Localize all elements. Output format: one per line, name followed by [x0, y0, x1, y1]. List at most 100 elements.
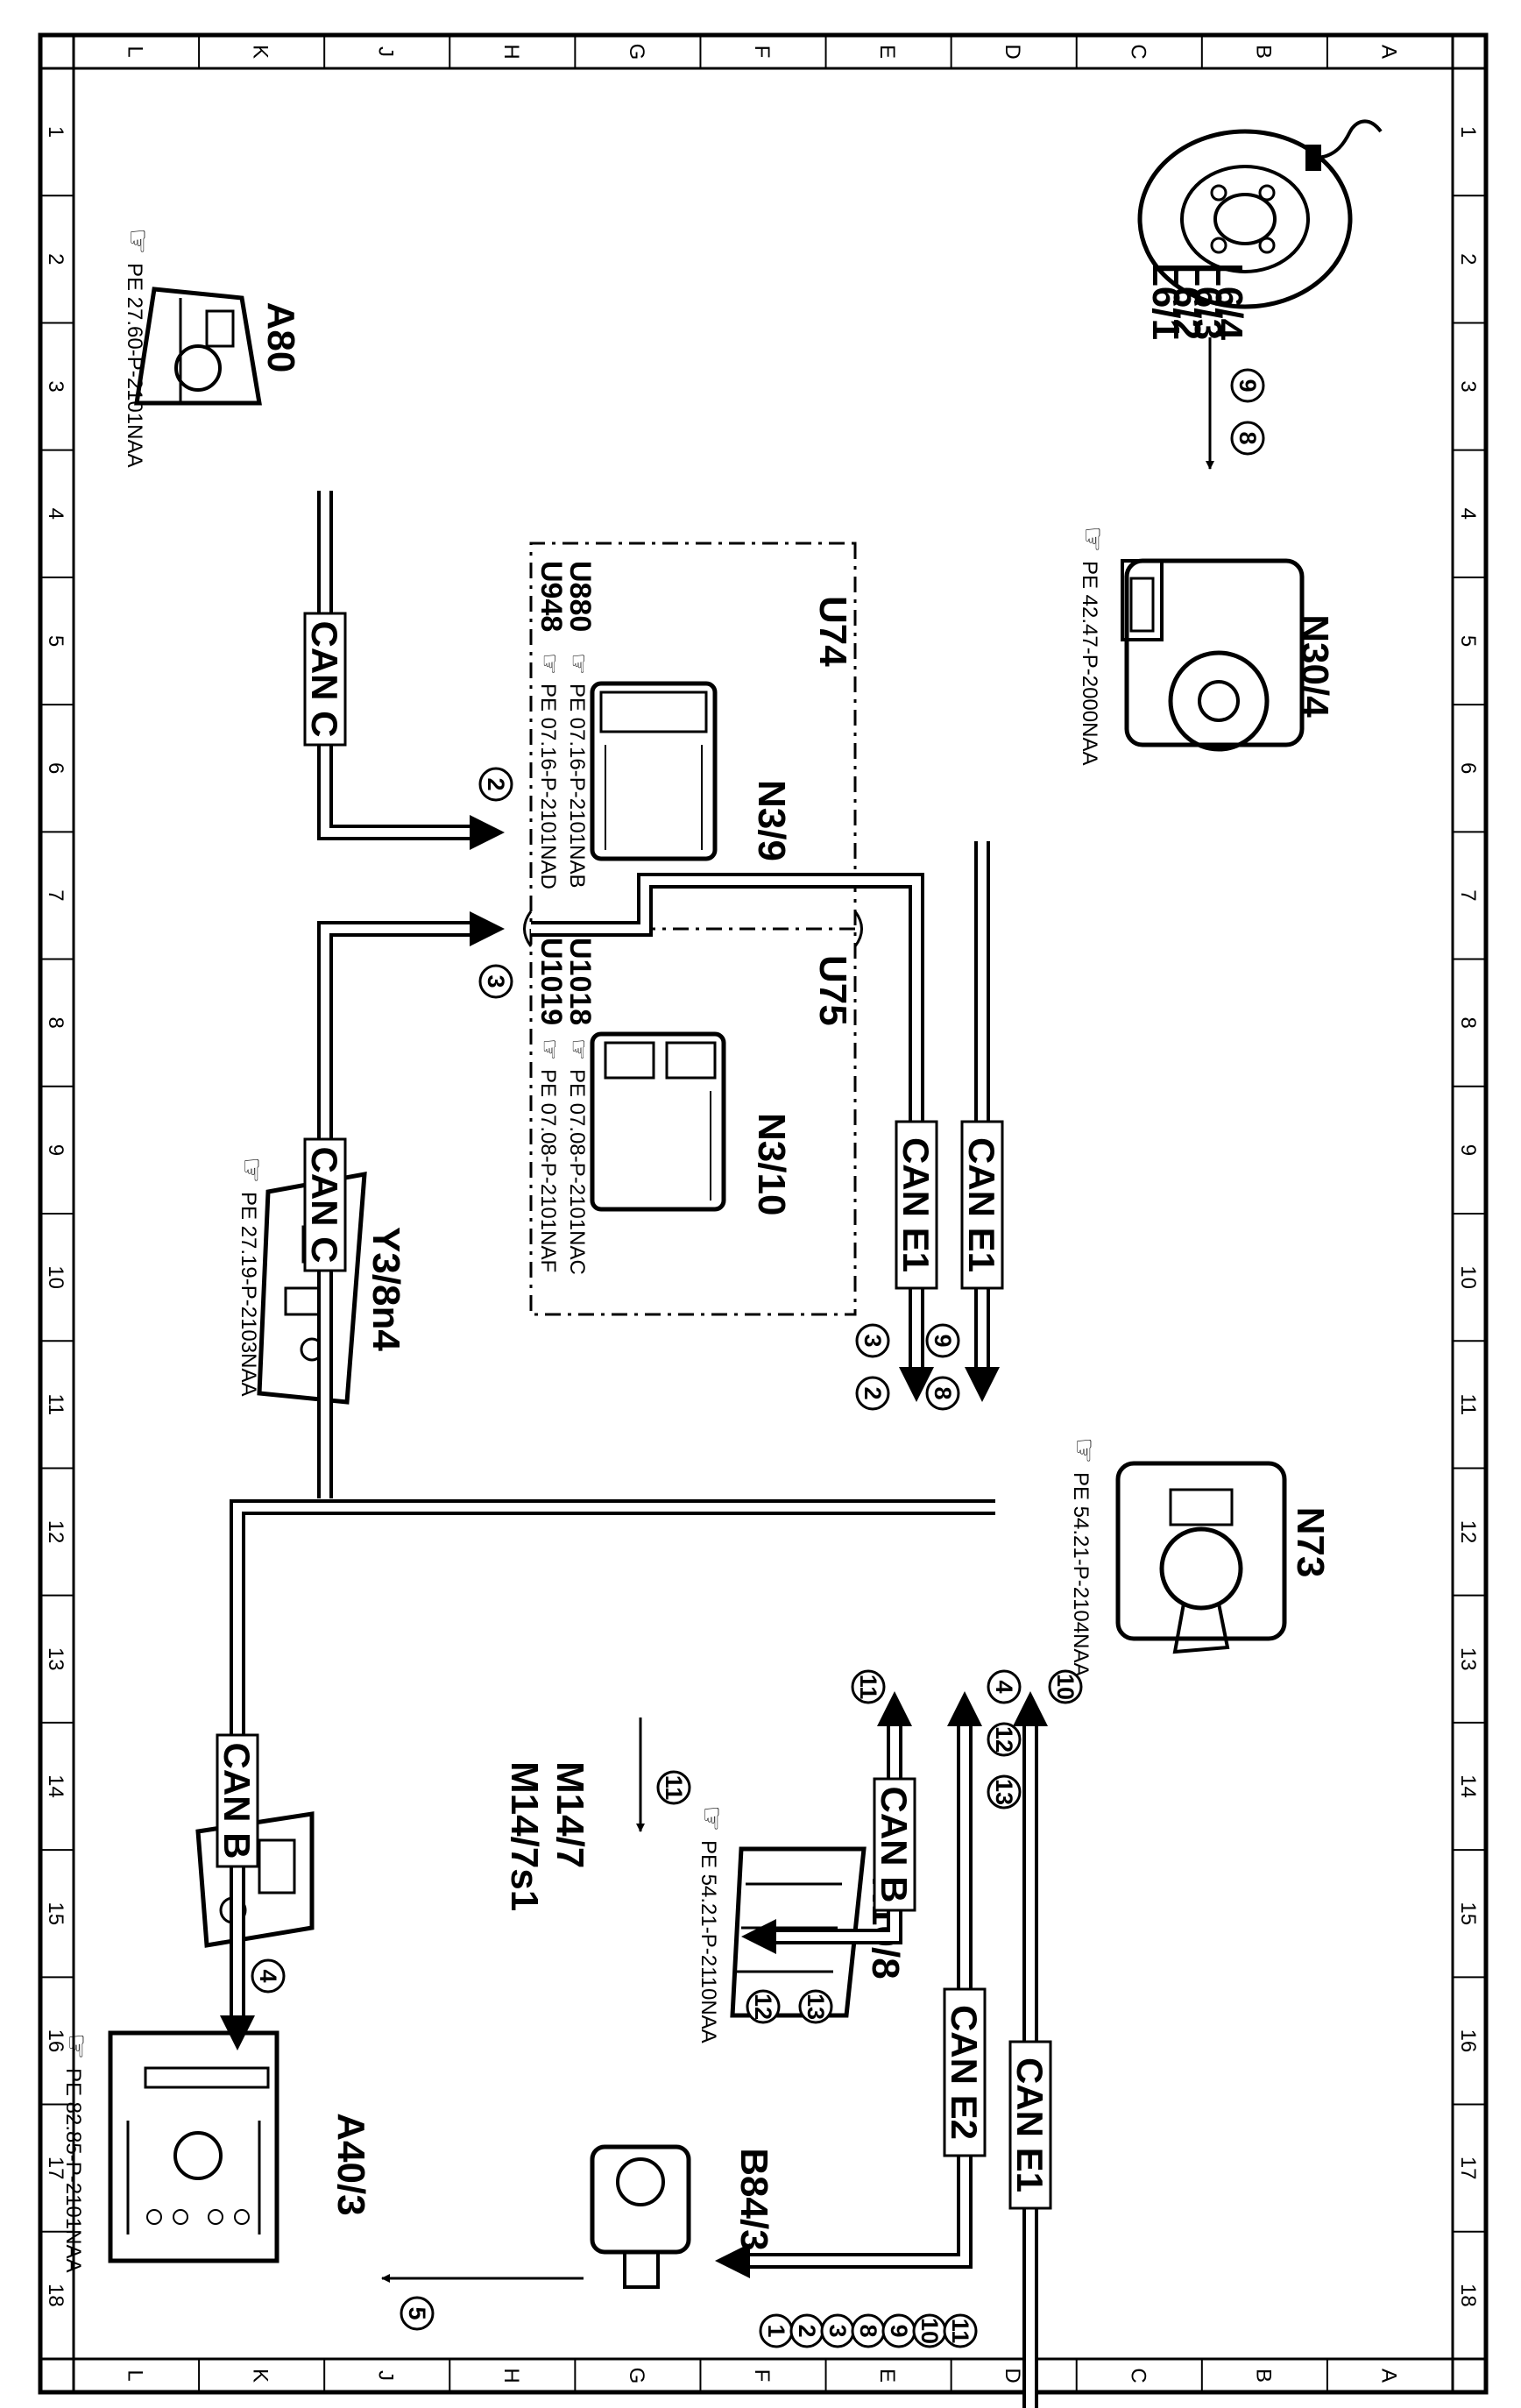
can-e2-label: CAN E2	[944, 2005, 985, 2140]
marker-n73-4: 4	[991, 1680, 1017, 1693]
marker-n30-n73-8: 8	[930, 1386, 956, 1399]
grid-row-label: 13	[1456, 1647, 1480, 1671]
n73-unit: N73 ☞ PE 54.21-P-2104NAA	[1067, 1437, 1332, 1676]
u1019-label: U1019	[534, 938, 568, 1025]
u74-label: U74	[811, 596, 854, 667]
grid-row-label: 1	[44, 126, 67, 138]
marker-b84-2: 2	[794, 2324, 820, 2337]
grid-row-label: 18	[44, 2284, 67, 2307]
n73-ref: PE 54.21-P-2104NAA	[1069, 1472, 1093, 1676]
n30-4-label: N30/4	[1293, 614, 1336, 718]
a80-unit: A80 ☞ PE 27.60-P-2101NAA	[121, 228, 302, 467]
grid-col-label: C	[1126, 44, 1150, 59]
grid-row-label: 8	[44, 1016, 67, 1028]
grid-row-label: 4	[1456, 508, 1480, 520]
grid-row-label: 3	[44, 380, 67, 392]
grid-col-label: F	[750, 2369, 774, 2383]
u880-label: U880	[563, 561, 597, 632]
marker-u-n73-3: 3	[860, 1334, 886, 1347]
grid-row-label: 12	[44, 1520, 67, 1544]
grid-col-label: K	[249, 2369, 272, 2383]
can-b-label-n10: CAN B	[874, 1787, 915, 1903]
can-c-label-1: CAN C	[304, 621, 345, 738]
marker-b84-11: 11	[947, 2319, 973, 2344]
can-c-label-2: CAN C	[304, 1147, 345, 1264]
grid-row-label: 1	[1456, 126, 1480, 138]
marker-n73-13: 13	[991, 1779, 1017, 1805]
grid-row-label: 7	[1456, 889, 1480, 901]
u948-ref: PE 07.16-P-2101NAD	[536, 683, 560, 889]
a40-pointer-icon: ☞	[60, 2033, 93, 2059]
grid-col-label: E	[875, 45, 899, 59]
m14-ref-circle	[656, 1770, 691, 1805]
l6-label-4: L6/4	[1207, 263, 1250, 341]
grid-row-label: 7	[44, 889, 67, 901]
m14-7-label: M14/7	[548, 1761, 591, 1868]
grid-col-label: K	[249, 45, 272, 59]
n73-label: N73	[1289, 1507, 1332, 1578]
grid-row-label: 16	[44, 2029, 67, 2053]
n30-4-ref: PE 42.47-P-2000NAA	[1078, 561, 1101, 765]
grid-reference: 1122334455667788991010111112121313141415…	[40, 35, 1486, 2392]
b84-3-unit: B84/3	[590, 2144, 775, 2289]
marker-b84-a40-5: 5	[404, 2306, 430, 2319]
marker-n73-11: 11	[855, 1675, 881, 1700]
y3-pointer-icon: ☞	[235, 1157, 268, 1183]
ignition-switch-icon	[1115, 1461, 1287, 1654]
u1019-ref: PE 07.08-P-2101NAF	[536, 1069, 560, 1272]
can-e1-label-top: CAN E1	[961, 1137, 1002, 1272]
u880-ref: PE 07.16-P-2101NAB	[565, 683, 589, 888]
grid-row-label: 14	[1456, 1774, 1480, 1798]
grid-col-label: D	[1001, 2368, 1024, 2383]
m14-ref-number: 11	[661, 1775, 687, 1801]
l6-label-1: L6/1	[1144, 263, 1187, 340]
l6-ref-9: 9	[1234, 379, 1261, 392]
u1018-pointer-icon: ☞	[565, 1038, 592, 1060]
grid-col-label: D	[1001, 44, 1024, 59]
esp-unit-icon	[1121, 558, 1305, 752]
grid-row-label: 15	[1456, 1902, 1480, 1925]
marker-u-n73-2: 2	[860, 1386, 886, 1399]
ref-markers: 2 3 3 2 9 8 10 4 12 13 11 4 13 12 1 2 3	[251, 767, 1083, 2348]
n30-4-unit: N30/4 ☞ PE 42.47-P-2000NAA	[1076, 526, 1336, 765]
grid-col-label: C	[1126, 2368, 1150, 2383]
marker-b84-10: 10	[916, 2318, 943, 2344]
grid-row-label: 5	[44, 635, 67, 647]
u948-label: U948	[534, 561, 568, 632]
grid-row-label: 10	[44, 1265, 67, 1289]
marker-n10-12: 12	[750, 1994, 776, 2020]
marker-n10-13: 13	[803, 1994, 829, 2020]
grid-row-label: 3	[1456, 380, 1480, 392]
m14-7-unit: M14/7 M14/7s1	[195, 1761, 591, 1948]
grid-row-label: 9	[1456, 1144, 1480, 1156]
grid-row-label: 11	[44, 1393, 67, 1415]
l6-label-3: L6/3	[1186, 263, 1229, 340]
rear-camera-icon	[590, 2144, 691, 2289]
grid-row-label: 5	[1456, 635, 1480, 647]
grid-row-label: 2	[44, 253, 67, 265]
l6-ref-markers: 9 8	[1230, 368, 1265, 456]
n10-pointer-icon: ☞	[695, 1805, 728, 1831]
marker-n73-10: 10	[1052, 1674, 1079, 1700]
b84-3-label: B84/3	[732, 2148, 775, 2250]
grid-col-label: G	[625, 44, 648, 60]
grid-col-label: J	[374, 46, 398, 57]
grid-row-label: 6	[1456, 762, 1480, 774]
bus-a80-u74	[317, 491, 470, 840]
l6-ref-8: 8	[1234, 431, 1261, 444]
grid-row-label: 8	[1456, 1016, 1480, 1028]
a80-pointer-icon: ☞	[121, 228, 154, 254]
grid-col-label: L	[124, 2369, 147, 2381]
y3-8n4-label: Y3/8n4	[364, 1227, 407, 1351]
marker-y3-3: 3	[483, 974, 509, 988]
grid-row-label: 18	[1456, 2284, 1480, 2307]
brake-disc-icon	[1137, 119, 1383, 309]
l6-label-2: L6/2	[1165, 263, 1208, 340]
u880-pointer-icon: ☞	[565, 653, 592, 675]
u-bottom-brace	[523, 910, 533, 947]
grid-row-label: 15	[44, 1902, 67, 1925]
marker-b84-9: 9	[886, 2324, 912, 2337]
can-e1-label-mid: CAN E1	[895, 1137, 937, 1272]
marker-n73-12: 12	[991, 1726, 1017, 1753]
n3-10-module-icon	[590, 1031, 726, 1212]
